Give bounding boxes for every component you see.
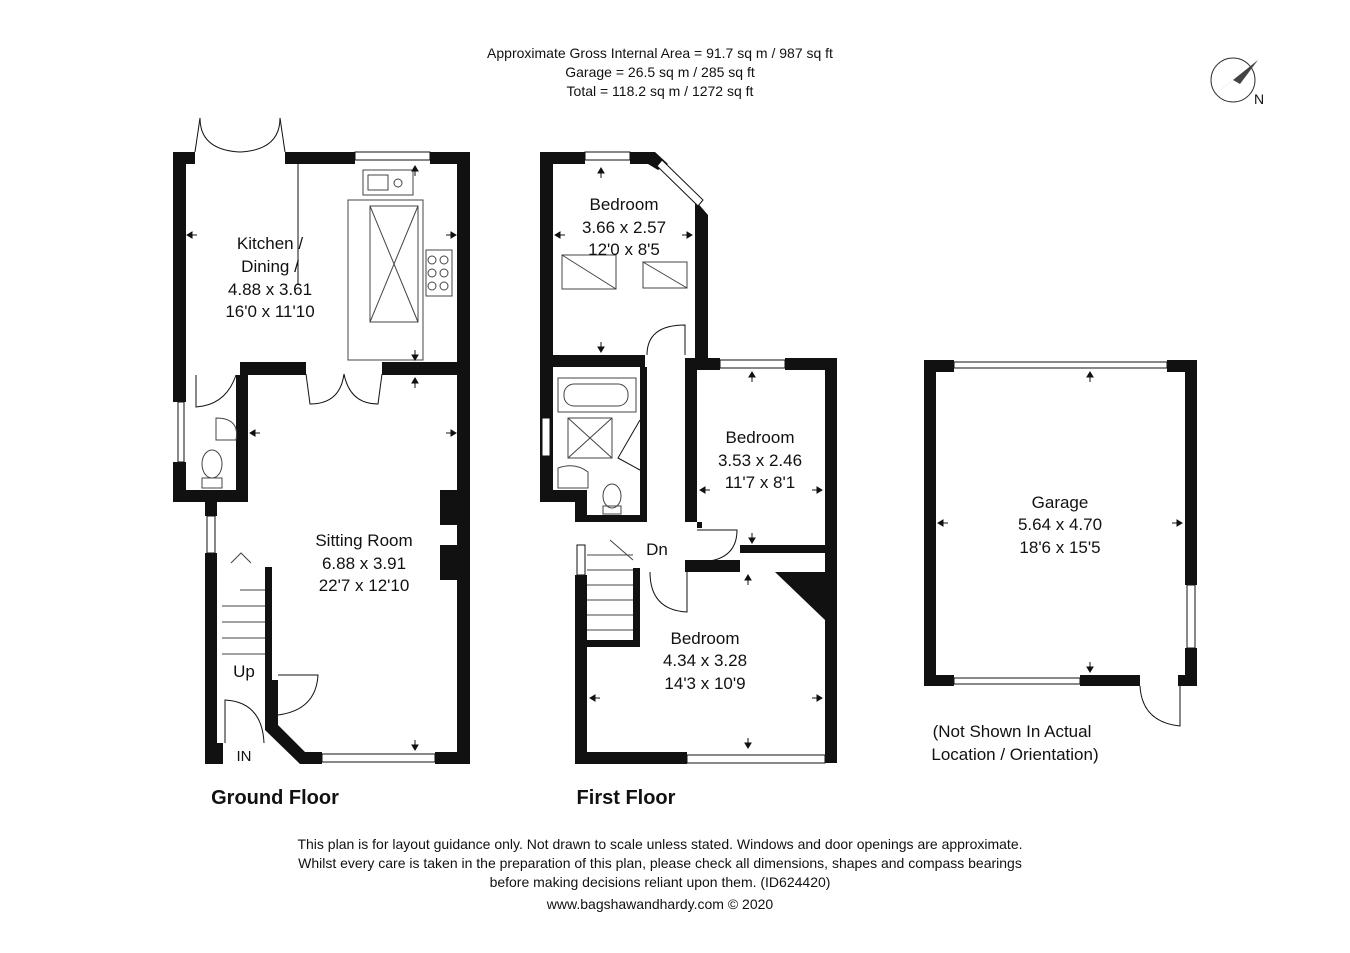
kitchen-imperial: 16'0 x 11'10 <box>225 302 314 321</box>
bathroom-fixtures <box>557 254 688 631</box>
bedroom-3-imperial: 14'3 x 10'9 <box>664 674 745 693</box>
garage-note-2: Location / Orientation) <box>931 745 1098 764</box>
garage-walls <box>924 360 1197 686</box>
bedroom-1-metric: 3.66 x 2.57 <box>582 218 666 237</box>
garage-label: Garage <box>1032 493 1089 512</box>
garage-metric: 5.64 x 4.70 <box>1018 515 1102 534</box>
bedroom-3-metric: 4.34 x 3.28 <box>663 651 747 670</box>
compass-north-label: N <box>1254 91 1264 107</box>
dimension-arrows <box>186 165 1183 751</box>
kitchen-label-2: Dining / <box>241 257 299 276</box>
garage-area-line: Garage = 26.5 sq m / 285 sq ft <box>565 64 755 80</box>
bedroom-1-imperial: 12'0 x 8'5 <box>588 240 660 259</box>
bedroom-2-imperial: 11'7 x 8'1 <box>725 473 795 492</box>
garage-note-1: (Not Shown In Actual <box>933 722 1092 741</box>
ground-floor-title: Ground Floor <box>211 787 339 809</box>
total-area-line: Total = 118.2 sq m / 1272 sq ft <box>567 83 754 99</box>
compass-rose-icon <box>1208 57 1258 103</box>
stairs-down-label: Dn <box>646 540 668 559</box>
first-floor-windows <box>541 151 826 764</box>
bedroom-3-label: Bedroom <box>671 629 740 648</box>
bedroom-2-label: Bedroom <box>726 428 795 447</box>
garage-imperial: 18'6 x 15'5 <box>1019 538 1100 557</box>
entrance-label: IN <box>237 748 252 765</box>
disclaimer-line-3: before making decisions reliant upon the… <box>490 874 831 890</box>
kitchen-label-1: Kitchen / <box>237 234 303 253</box>
area-summary-line: Approximate Gross Internal Area = 91.7 s… <box>487 45 833 61</box>
sitting-room-metric: 6.88 x 3.91 <box>322 554 406 573</box>
bedroom-2-metric: 3.53 x 2.46 <box>718 451 802 470</box>
ground-floor-walls <box>173 152 470 764</box>
bedroom-1-label: Bedroom <box>590 195 659 214</box>
kitchen-metric: 4.88 x 3.61 <box>228 280 312 299</box>
stairs-up-label: Up <box>233 662 255 681</box>
garage-openings <box>953 361 1196 727</box>
first-floor-title: First Floor <box>577 787 676 809</box>
sitting-room-label: Sitting Room <box>315 531 412 550</box>
first-floor-walls <box>540 152 837 764</box>
website-copyright: www.bagshawandhardy.com © 2020 <box>546 896 774 912</box>
disclaimer-line-2: Whilst every care is taken in the prepar… <box>298 855 1022 871</box>
sitting-room-imperial: 22'7 x 12'10 <box>319 576 410 595</box>
ground-floor-windows <box>177 117 436 763</box>
kitchen-fixtures <box>201 169 453 655</box>
disclaimer-line-1: This plan is for layout guidance only. N… <box>297 836 1022 852</box>
